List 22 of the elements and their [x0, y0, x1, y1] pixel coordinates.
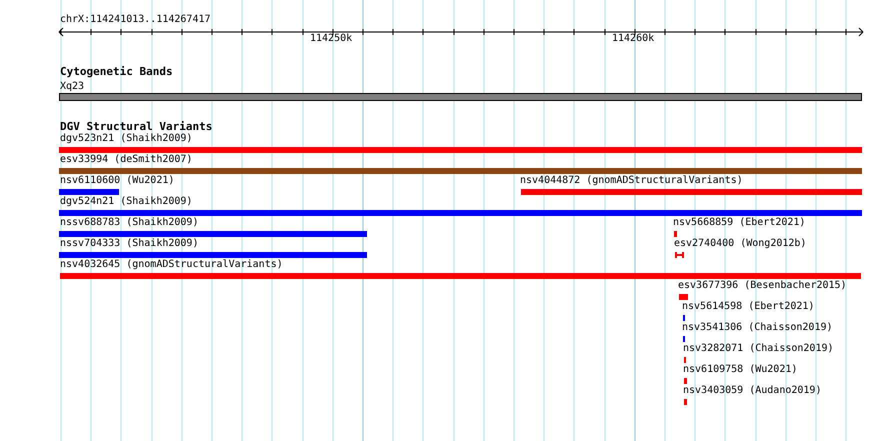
feature-label: nsv6110600 (Wu2021) [60, 175, 174, 187]
feature-label: nssv688783 (Shaikh2009) [60, 217, 198, 229]
scale-label: 114250k [310, 33, 352, 45]
feature-label: nsv6109758 (Wu2021) [683, 364, 798, 376]
locus-label: chrX:114241013..114267417 [60, 14, 211, 26]
feature-label: esv2740400 (Wong2012b) [674, 238, 806, 250]
feature-label: nssv704333 (Shaikh2009) [60, 238, 198, 250]
track-title: Cytogenetic Bands [60, 66, 173, 78]
band-label: Xq23 [60, 81, 84, 93]
feature-label: nsv5614598 (Ebert2021) [682, 301, 814, 313]
feature-label: esv33994 (deSmith2007) [60, 154, 192, 166]
feature-label: nsv3282071 (Chaisson2019) [683, 343, 834, 355]
feature-label: nsv3541306 (Chaisson2019) [682, 322, 833, 334]
feature-label: esv3677396 (Besenbacher2015) [678, 280, 847, 292]
scale-label: 114260k [612, 33, 654, 45]
feature-label: dgv523n21 (Shaikh2009) [60, 133, 192, 145]
feature-label: nsv3403059 (Audano2019) [683, 385, 822, 397]
feature-label: dgv524n21 (Shaikh2009) [60, 196, 192, 208]
feature-label: nsv5668859 (Ebert2021) [673, 217, 806, 229]
track-title: DGV Structural Variants [60, 121, 212, 133]
feature-label: nsv4044872 (gnomADStructuralVariants) [520, 175, 743, 187]
feature-label: nsv4032645 (gnomADStructuralVariants) [60, 259, 283, 271]
